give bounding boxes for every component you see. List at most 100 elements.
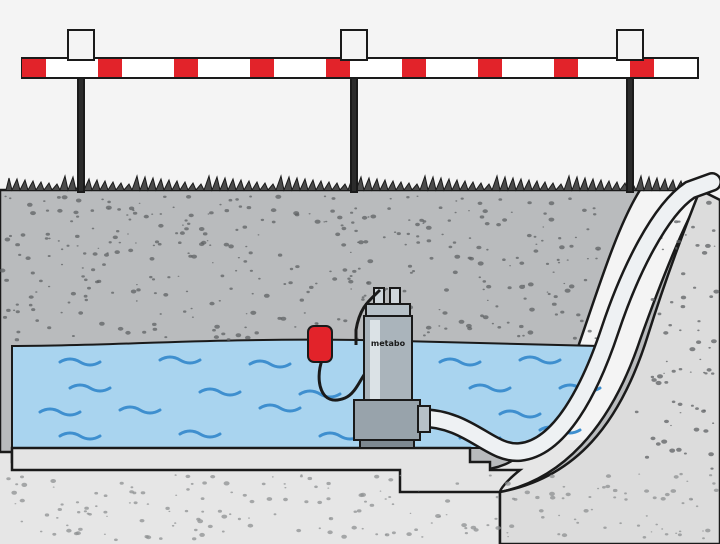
soil-speckle	[713, 289, 720, 294]
soil-speckle	[190, 482, 194, 485]
soil-speckle	[107, 200, 111, 204]
soil-speckle	[414, 528, 418, 531]
soil-speckle	[384, 287, 389, 290]
soil-speckle	[57, 508, 62, 511]
soil-speckle	[349, 251, 352, 253]
soil-speckle	[165, 506, 170, 510]
soil-speckle	[360, 492, 366, 497]
soil-speckle	[187, 222, 191, 225]
soil-speckle	[699, 358, 702, 361]
soil-speckle	[84, 506, 89, 510]
soil-speckle	[349, 275, 353, 277]
soil-speckle	[542, 226, 545, 228]
soil-speckle	[130, 289, 137, 294]
soil-speckle	[235, 269, 238, 272]
soil-speckle	[206, 240, 209, 242]
soil-speckle	[363, 240, 369, 244]
soil-speckle	[61, 195, 68, 200]
soil-speckle	[6, 308, 11, 312]
soil-speckle	[114, 250, 120, 255]
soil-speckle	[226, 338, 231, 341]
soil-speckle	[458, 319, 465, 324]
soil-speckle	[145, 535, 152, 540]
barrier-stripe	[22, 59, 46, 77]
soil-speckle	[135, 300, 138, 302]
soil-speckle	[664, 419, 669, 424]
soil-speckle	[28, 303, 33, 307]
soil-speckle	[143, 214, 149, 219]
soil-speckle	[136, 288, 141, 292]
soil-speckle	[246, 206, 252, 210]
soil-speckle	[0, 268, 6, 273]
soil-speckle	[412, 270, 415, 273]
soil-speckle	[561, 497, 565, 500]
soil-speckle	[551, 302, 557, 306]
soil-speckle	[133, 501, 138, 505]
soil-speckle	[45, 209, 50, 212]
soil-speckle	[506, 321, 510, 324]
barrier-stripe	[250, 59, 274, 77]
soil-speckle	[128, 218, 132, 221]
soil-speckle	[703, 371, 706, 374]
soil-speckle	[408, 219, 411, 221]
soil-speckle	[681, 272, 686, 276]
soil-speckle	[406, 532, 412, 536]
soil-speckle	[488, 474, 492, 477]
soil-speckle	[294, 326, 297, 328]
soil-speckle	[81, 267, 84, 269]
soil-speckle	[209, 244, 212, 246]
soil-speckle	[47, 255, 51, 257]
soil-speckle	[712, 422, 715, 425]
soil-speckle	[18, 253, 22, 256]
soil-speckle	[356, 509, 362, 513]
soil-speckle	[242, 225, 248, 229]
soil-speckle	[669, 448, 676, 453]
soil-speckle	[664, 492, 670, 497]
soil-speckle	[711, 229, 716, 232]
soil-speckle	[332, 277, 338, 281]
soil-speckle	[184, 219, 188, 222]
soil-speckle	[506, 532, 509, 534]
soil-speckle	[382, 236, 386, 239]
soil-speckle	[188, 254, 193, 258]
water-wave	[298, 389, 342, 399]
soil-speckle	[128, 206, 135, 211]
soil-speckle	[254, 331, 259, 335]
soil-speckle	[638, 473, 641, 475]
soil-speckle	[670, 489, 677, 493]
soil-speckle	[559, 245, 565, 250]
water-wave	[518, 355, 562, 365]
soil-speckle	[366, 281, 370, 284]
soil-speckle	[249, 499, 255, 504]
soil-speckle	[353, 510, 358, 513]
soil-speckle	[238, 205, 243, 208]
soil-speckle	[20, 520, 24, 523]
float-switch-icon	[307, 325, 333, 363]
soil-speckle	[248, 517, 250, 519]
soil-speckle	[642, 536, 647, 539]
soil-speckle	[326, 481, 331, 486]
soil-speckle	[595, 257, 598, 260]
soil-speckle	[708, 452, 714, 457]
soil-speckle	[70, 220, 74, 223]
soil-speckle	[273, 513, 277, 516]
soil-speckle	[677, 402, 683, 406]
pit-slope	[498, 188, 720, 544]
soil-speckle	[674, 220, 679, 224]
soil-speckle	[689, 347, 696, 352]
soil-speckle	[535, 495, 540, 500]
soil-speckle	[323, 221, 326, 223]
soil-speckle	[452, 241, 457, 244]
soil-speckle	[447, 219, 451, 222]
soil-speckles	[0, 194, 720, 542]
soil-speckle	[709, 474, 713, 477]
soil-speckle	[535, 243, 538, 245]
soil-speckle	[650, 531, 653, 533]
soil-speckle	[263, 293, 270, 298]
soil-speckle	[271, 220, 276, 224]
soil-speckle	[283, 497, 288, 502]
soil-speckle	[482, 209, 488, 214]
soil-speckle	[283, 283, 287, 285]
soil-speckle	[527, 282, 534, 287]
soil-speckle	[657, 374, 663, 379]
